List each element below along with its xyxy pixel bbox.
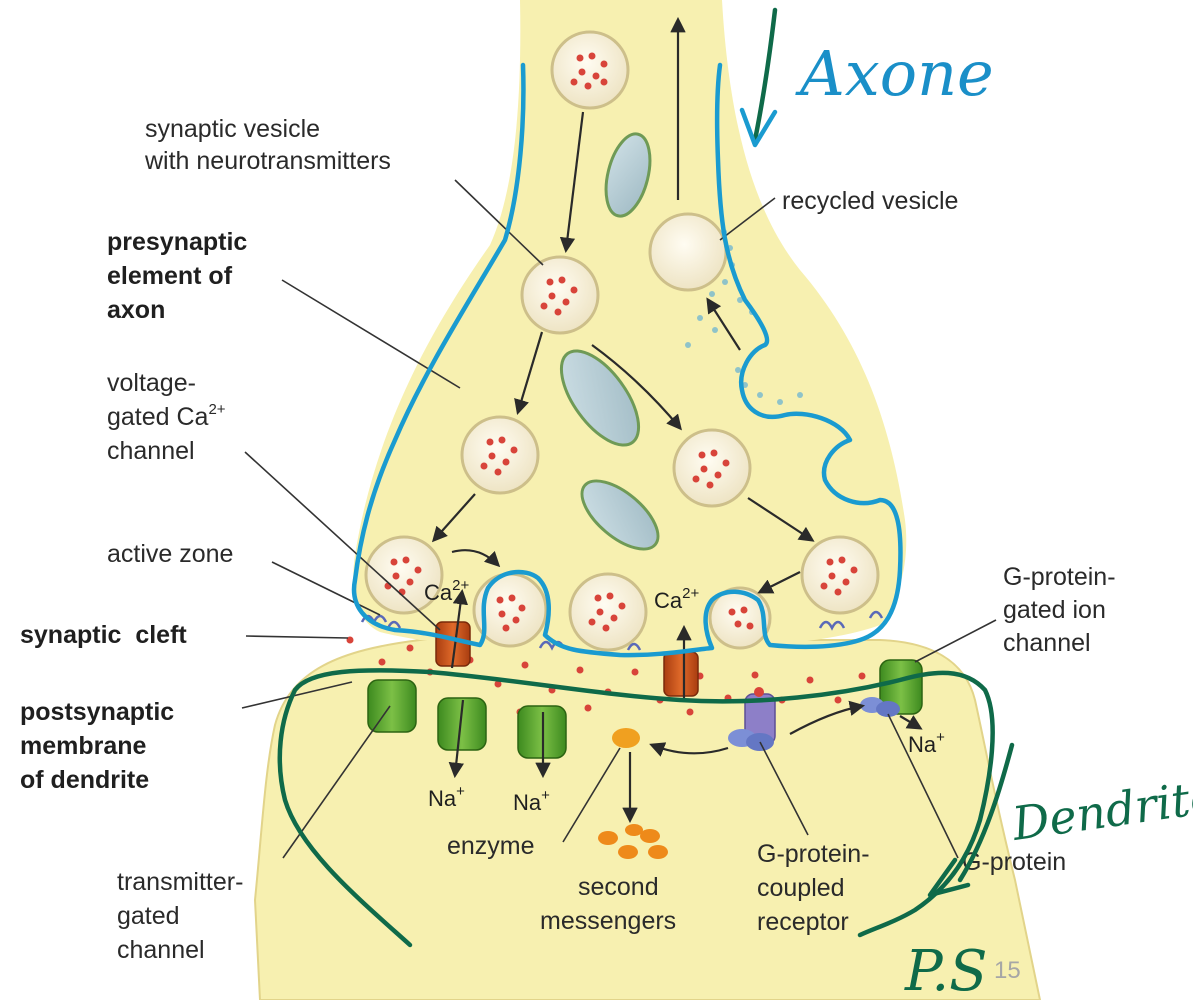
vesicle <box>520 255 600 335</box>
label-g-protein-coupled-receptor: G-protein- coupled receptor <box>757 840 877 936</box>
label-postsynaptic-membrane: postsynaptic membrane of dendrite <box>20 698 181 794</box>
handdrawn-axon-outline <box>351 62 903 658</box>
voltage-gated-ca-channel <box>663 651 699 697</box>
printed-labels: synaptic vesicle with neurotransmitters … <box>20 115 1123 964</box>
mitochondria <box>559 132 660 551</box>
vesicle <box>800 535 880 615</box>
label-voltage-gated-channel: voltage- gated Ca2+ channel <box>107 369 233 465</box>
label-synaptic-cleft: synaptic cleft <box>20 621 187 649</box>
label-enzyme: enzyme <box>447 832 535 860</box>
handdrawn-dendrite-outline <box>277 7 1015 948</box>
g-protein <box>860 697 900 717</box>
handwritten-axon: Axone <box>795 37 994 110</box>
label-active-zone: active zone <box>107 540 233 568</box>
g-protein-coupled-receptor <box>728 687 776 751</box>
ion-na-1: Na+ <box>428 783 465 811</box>
ion-labels: Ca2+ Ca2+ Na+ Na+ Na+ <box>424 577 945 815</box>
label-g-protein: G-protein <box>962 848 1066 876</box>
g-protein-gated-ion-channel <box>879 659 923 715</box>
enzyme <box>612 728 640 748</box>
label-transmitter-gated-channel: transmitter- gated channel <box>117 868 250 964</box>
synaptic-vesicles <box>364 30 880 652</box>
page-number: 15 <box>994 957 1021 984</box>
label-g-protein-gated-channel: G-protein- gated ion channel <box>1003 563 1123 657</box>
label-recycled-vesicle: recycled vesicle <box>782 187 958 215</box>
recycled-vesicle <box>648 212 728 292</box>
handwritten-ps: P.S <box>904 939 988 1000</box>
ion-na-3: Na+ <box>908 729 945 757</box>
vesicle <box>460 415 540 495</box>
ion-ca-right: Ca2+ <box>654 585 699 613</box>
vesicle <box>708 586 772 650</box>
neurotransmitter-dots <box>384 52 858 632</box>
label-second-messengers: second messengers <box>540 873 676 935</box>
handwritten-dendrites: Dendrites <box>1008 766 1193 852</box>
ion-na-2: Na+ <box>513 787 550 815</box>
handwritten-annotations: Axone Dendrites P.S <box>795 37 1193 1000</box>
vesicle <box>672 428 752 508</box>
label-presynaptic-element: presynaptic element of axon <box>107 228 254 324</box>
vesicle <box>568 572 648 652</box>
label-synaptic-vesicle: synaptic vesicle with neurotransmitters <box>144 115 391 175</box>
vesicle <box>550 30 630 110</box>
flow-arrows <box>431 16 923 824</box>
second-messengers <box>598 824 668 859</box>
vesicle <box>364 535 444 615</box>
ion-ca-left: Ca2+ <box>424 577 469 605</box>
